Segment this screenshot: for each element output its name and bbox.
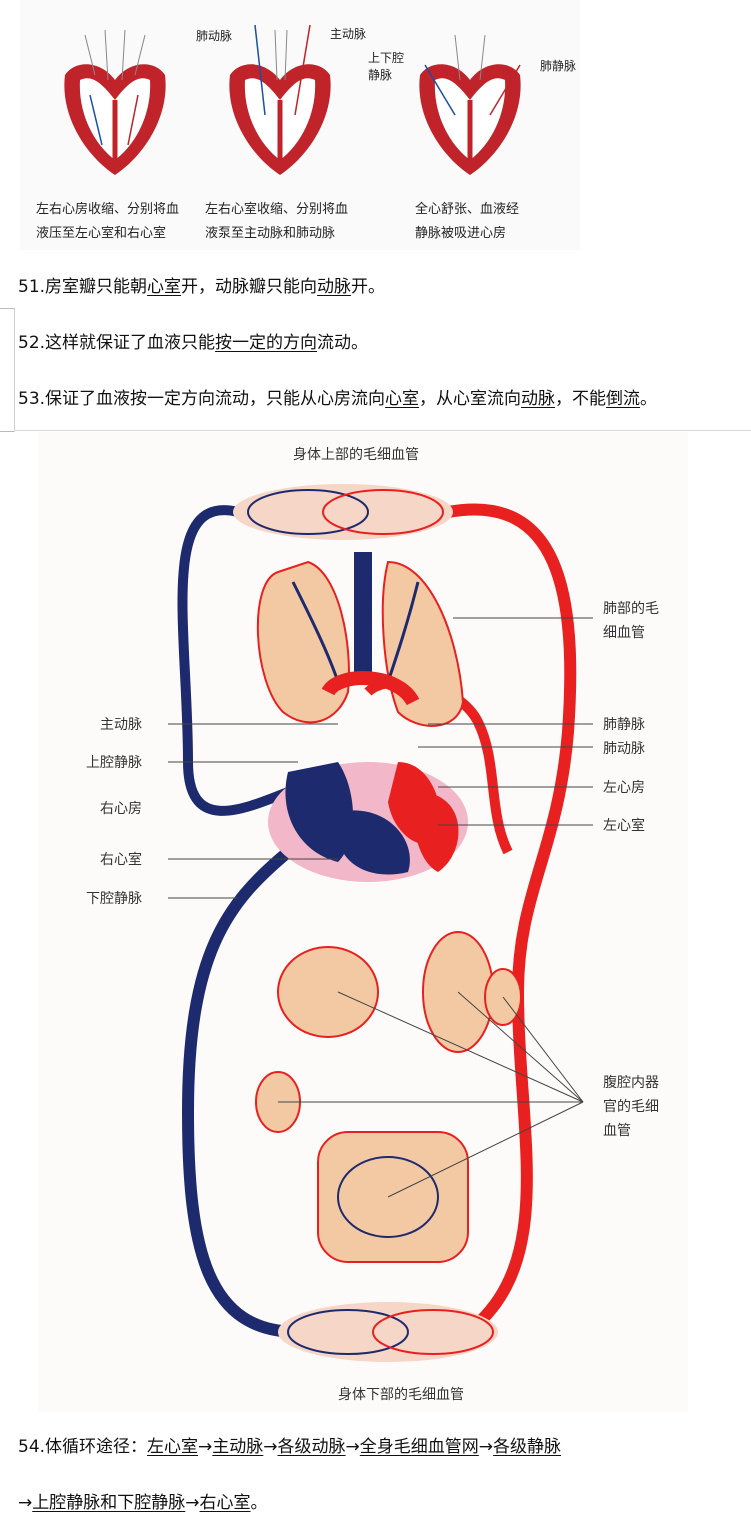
label-pulmonary-vein: 肺静脉: [603, 717, 645, 733]
heart-3: [419, 34, 521, 175]
margin-mark-bottom: [0, 431, 14, 432]
label-pulmonary-vein: 肺静脉: [540, 59, 577, 73]
label-abdominal-capillaries-2: 官的毛细: [603, 1099, 659, 1115]
label-inferior-vena-cava: 下腔静脉: [86, 891, 142, 907]
paragraph-54-line1: 54.体循环途径：左心室→主动脉→各级动脉→全身毛细血管网→各级静脉: [18, 1437, 562, 1457]
margin-mark-top: [0, 308, 14, 309]
label-vena-cava: 上下腔 静脉: [368, 51, 405, 82]
label-pulmonary-artery: 肺动脉: [603, 741, 645, 757]
label-aorta-left: 主动脉: [100, 717, 142, 733]
caption-3: 全心舒张、血液经 静脉被吸进心房: [415, 202, 520, 241]
label-right-atrium: 右心房: [100, 801, 142, 817]
heart-2: [229, 24, 331, 175]
paragraph-52: 52.这样就保证了血液只能按一定的方向流动。: [18, 333, 369, 353]
paragraph-54-line2: →上腔静脉和下腔静脉→右心室。: [18, 1493, 268, 1513]
label-pulmonary-artery: 肺动脉: [196, 29, 233, 43]
label-left-atrium: 左心房: [603, 780, 645, 796]
label-superior-vena-cava: 上腔静脉: [86, 755, 142, 771]
section-divider: [14, 430, 751, 431]
label-abdominal-capillaries-3: 血管: [603, 1123, 631, 1139]
margin-rule: [14, 308, 15, 432]
label-lung-capillaries-1: 肺部的毛: [603, 601, 659, 617]
label-aorta: 主动脉: [330, 27, 367, 41]
caption-1: 左右心房收缩、分别将血 液压至左心室和右心室: [36, 202, 180, 241]
circulation-diagram: 身体上部的毛细血管 身体下部的毛细血管 主动脉 上腔静脉 右心房 右心室 下腔静…: [38, 432, 688, 1412]
label-upper-capillaries: 身体上部的毛细血管: [293, 447, 419, 463]
circulation-illustration: [38, 432, 688, 1412]
label-right-ventricle: 右心室: [100, 852, 142, 868]
paragraph-53: 53.保证了血液按一定方向流动，只能从心房流向心室，从心室流向动脉，不能倒流。: [18, 389, 658, 409]
label-abdominal-capillaries-1: 腹腔内器: [603, 1075, 659, 1091]
label-lower-capillaries: 身体下部的毛细血管: [338, 1387, 464, 1403]
heart-1: [64, 29, 166, 175]
paragraph-51: 51.房室瓣只能朝心室开，动脉瓣只能向动脉开。: [18, 277, 386, 297]
label-lung-capillaries-2: 细血管: [603, 625, 645, 641]
label-left-ventricle: 左心室: [603, 818, 645, 834]
heart-cycle-illustration: [20, 0, 580, 250]
caption-2: 左右心室收缩、分别将血 液泵至主动脉和肺动脉: [205, 202, 349, 241]
heart-cycle-figure: 肺动脉 主动脉 上下腔 静脉 肺静脉 左右心房收缩、分别将血 液压至左心室和右心…: [0, 0, 751, 258]
